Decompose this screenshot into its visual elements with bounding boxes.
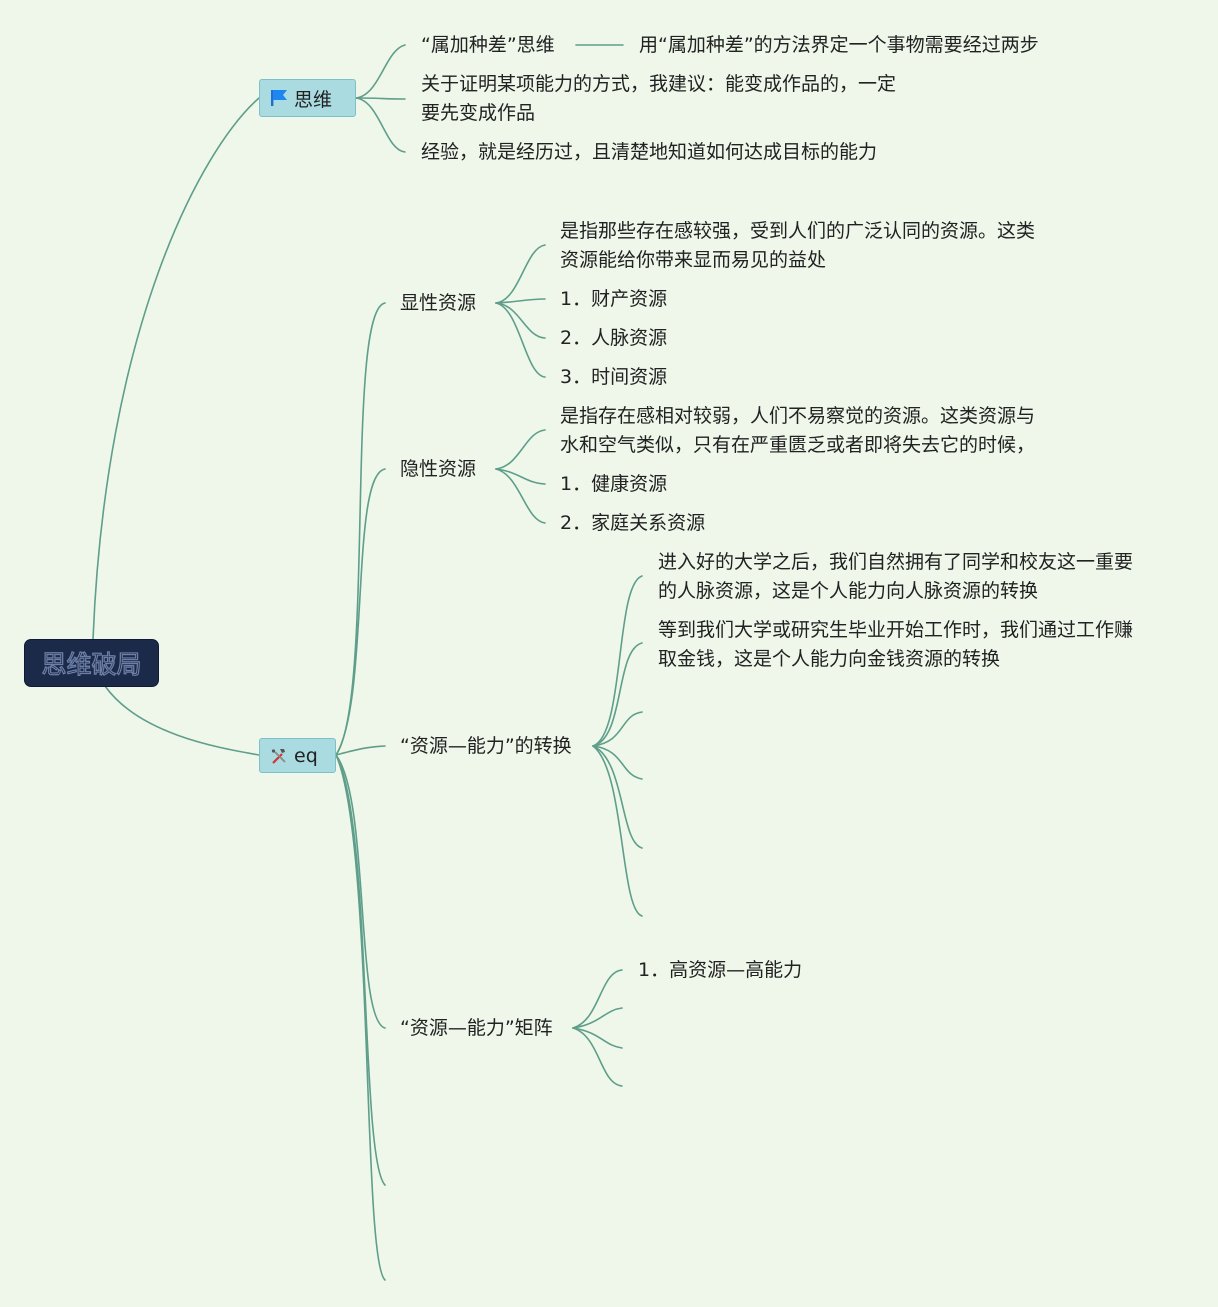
conversion-work-line-1[interactable]: 等到我们大学或研究生毕业开始工作时，我们通过工作赚 [658,619,1134,641]
implicit-item-family[interactable]: 2．家庭关系资源 [560,512,706,534]
explicit-def-line-1[interactable]: 是指那些存在感较强，受到人们的广泛认同的资源。这类 [560,220,1036,242]
flag-icon [271,90,287,106]
root-topic-label: 思维破局 [41,650,142,679]
implicit-def-line-2[interactable]: 水和空气类似，只有在严重匮乏或者即将失去它的时候， [560,434,1036,456]
subtopic-resource-ability-matrix[interactable]: “资源—能力”矩阵 [400,1017,553,1039]
conversion-work-line-2[interactable]: 取金钱，这是个人能力向金钱资源的转换 [658,648,1001,670]
conversion-university-line-2[interactable]: 的人脉资源，这是个人能力向人脉资源的转换 [658,580,1039,602]
topic-siwei-label: 思维 [294,88,333,111]
explicit-item-time[interactable]: 3．时间资源 [560,366,668,388]
topic-siwei[interactable]: 思维 [259,79,356,117]
topic-eq-label: eq [294,744,318,767]
subtopic-shujia-definition[interactable]: 用“属加种差”的方法界定一个事物需要经过两步 [639,34,1039,56]
conversion-university-line-1[interactable]: 进入好的大学之后，我们自然拥有了同学和校友这一重要 [658,551,1134,573]
implicit-item-health[interactable]: 1．健康资源 [560,473,668,495]
implicit-def-line-1[interactable]: 是指存在感相对较弱，人们不易察觉的资源。这类资源与 [560,405,1036,427]
root-topic[interactable]: 思维破局 [25,640,158,686]
subtopic-shujia-zhongcha[interactable]: “属加种差”思维 [421,34,555,56]
subtopic-experience[interactable]: 经验，就是经历过，且清楚地知道如何达成目标的能力 [421,141,878,163]
subtopic-proof-line-2[interactable]: 要先变成作品 [421,102,536,124]
subtopic-resource-ability-conversion[interactable]: “资源—能力”的转换 [400,735,572,757]
explicit-item-property[interactable]: 1．财产资源 [560,288,668,310]
tools-icon [271,748,286,764]
subtopic-implicit-resources[interactable]: 隐性资源 [400,458,477,480]
explicit-def-line-2[interactable]: 资源能给你带来显而易见的益处 [560,249,827,271]
subtopic-explicit-resources[interactable]: 显性资源 [400,292,477,314]
explicit-item-network[interactable]: 2．人脉资源 [560,327,668,349]
matrix-item-high-high[interactable]: 1．高资源—高能力 [638,959,803,981]
topic-eq[interactable]: eq [259,738,336,773]
subtopic-proof-line-1[interactable]: 关于证明某项能力的方式，我建议：能变成作品的，一定 [421,73,897,95]
